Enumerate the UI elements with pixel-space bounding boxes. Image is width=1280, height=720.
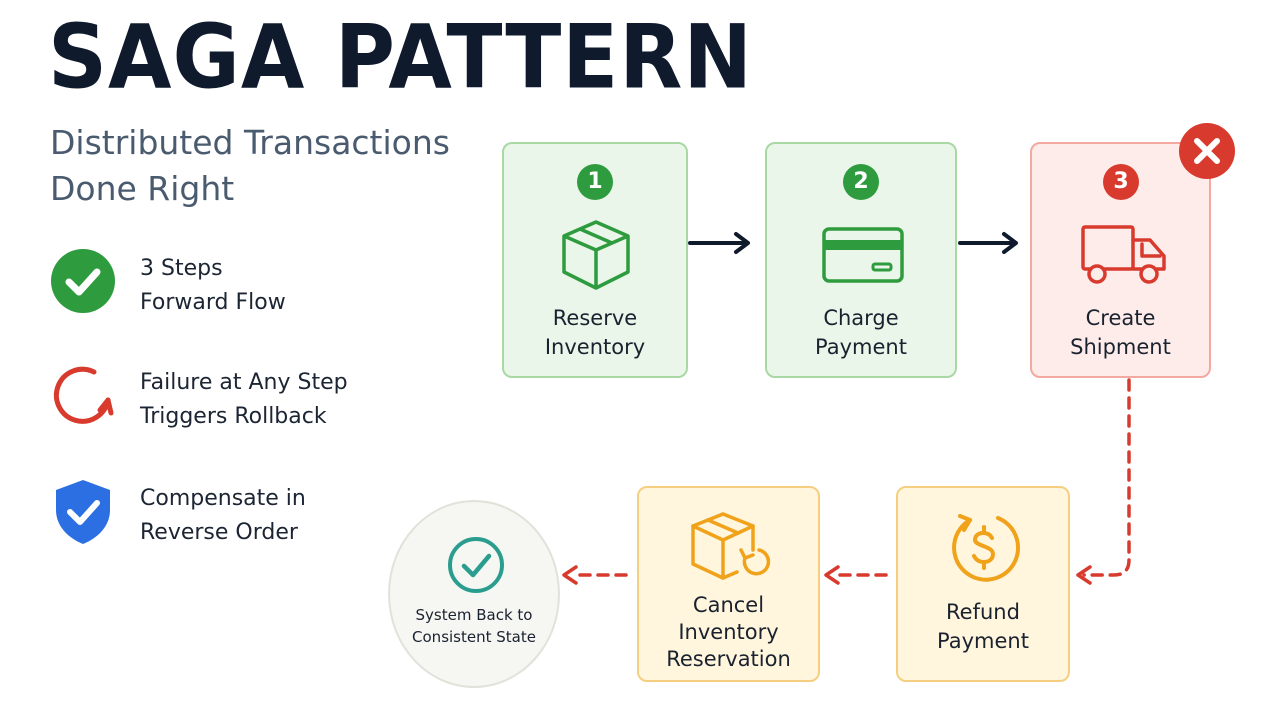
shield-check-icon <box>56 480 110 544</box>
step-reserve-inventory: 1 Reserve Inventory <box>502 142 688 378</box>
step-label: Shipment <box>1070 335 1171 359</box>
step-label: Inventory <box>544 335 646 359</box>
page-title: SAGA PATTERN <box>48 6 754 110</box>
step-label: Reserve <box>552 306 638 330</box>
step-label: Payment <box>815 335 907 359</box>
check-circle-icon <box>51 249 115 313</box>
feature-line: Triggers Rollback <box>140 404 327 429</box>
credit-card-icon <box>822 227 904 283</box>
rollback-arrow-icon <box>53 366 114 424</box>
feature-forward-flow: 3 Steps Forward Flow <box>50 248 410 318</box>
step-create-shipment: 3 Create Shipment <box>1030 142 1211 378</box>
subtitle-line-2: Done Right <box>50 169 235 208</box>
step-label: Cancel <box>692 593 765 617</box>
refund-dollar-icon <box>952 514 1021 582</box>
feature-compensate: Compensate in Reverse Order <box>50 478 410 548</box>
package-return-icon <box>691 512 771 580</box>
compensation-cancel-inventory: Cancel Inventory Reservation <box>637 486 820 682</box>
forward-arrow-2 <box>958 232 1018 254</box>
step-number-badge: 1 <box>577 164 613 200</box>
compensation-arrow-1 <box>1076 378 1131 585</box>
step-label: Charge <box>823 306 899 330</box>
step-label: Reservation <box>666 647 791 671</box>
feature-line: Failure at Any Step <box>140 370 348 395</box>
compensation-refund-payment: Refund Payment <box>896 486 1070 682</box>
step-label: Payment <box>937 629 1029 653</box>
step-label: Create <box>1085 306 1156 330</box>
check-circle-outline-icon <box>448 537 504 593</box>
feature-line: 3 Steps <box>140 256 223 281</box>
final-label: Consistent State <box>412 628 536 646</box>
package-icon <box>562 220 630 290</box>
subtitle-line-1: Distributed Transactions <box>50 123 450 162</box>
compensation-arrow-2 <box>824 565 888 585</box>
feature-rollback: Failure at Any Step Triggers Rollback <box>50 362 410 432</box>
feature-line: Forward Flow <box>140 290 286 315</box>
feature-line: Compensate in <box>140 486 306 511</box>
step-number-badge: 3 <box>1103 164 1139 200</box>
step-charge-payment: 2 Charge Payment <box>765 142 957 378</box>
step-number-badge: 2 <box>843 164 879 200</box>
final-consistent-state: System Back to Consistent State <box>388 500 560 688</box>
truck-icon <box>1081 225 1166 284</box>
feature-line: Reverse Order <box>140 520 298 545</box>
final-label: System Back to <box>415 606 533 624</box>
compensation-arrow-3 <box>562 565 628 585</box>
step-label: Inventory <box>678 620 779 644</box>
forward-arrow-1 <box>688 232 750 254</box>
page-subtitle: Distributed Transactions Done Right <box>50 120 490 212</box>
failure-x-icon <box>1179 123 1235 179</box>
step-label: Refund <box>946 600 1020 624</box>
